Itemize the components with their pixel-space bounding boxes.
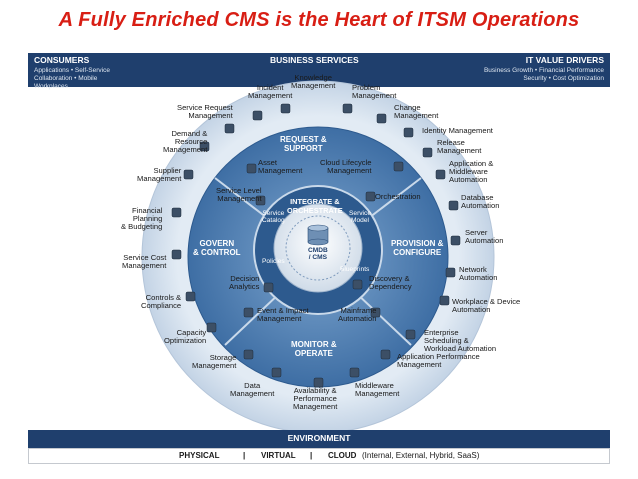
- orchestration-icon: [365, 191, 376, 202]
- core-circle: [273, 203, 363, 293]
- business-services-header: BUSINESS SERVICES: [270, 55, 359, 65]
- segment-govern-control: GOVERN& CONTROL: [193, 239, 241, 257]
- app-middleware-icon: [435, 169, 446, 180]
- segment-integrate-orchestrate: INTEGRATE &ORCHESTRATE: [287, 197, 343, 215]
- financial-icon: [171, 207, 182, 218]
- value-item-1: Business Growth • Financial Performance: [483, 67, 604, 74]
- controls-compliance-label: Controls &Compliance: [141, 293, 182, 311]
- environment-types-row: PHYSICAL | VIRTUAL | CLOUD (Internal, Ex…: [28, 448, 610, 464]
- segment-request-support: REQUEST &SUPPORT: [280, 135, 327, 153]
- cloud-detail-label: (Internal, External, Hybrid, SaaS): [362, 451, 480, 460]
- network-icon: [445, 267, 456, 278]
- controls-icon: [185, 291, 196, 302]
- decision-icon: [263, 282, 274, 293]
- policies-label: Policies: [262, 258, 285, 265]
- asset-icon: [246, 163, 257, 174]
- workplace-icon: [439, 295, 450, 306]
- physical-label: PHYSICAL: [179, 451, 220, 460]
- capacity-icon: [206, 322, 217, 333]
- change-icon: [376, 113, 387, 124]
- cmdb-database-icon: [307, 224, 329, 246]
- identity-management-label: Identity Management: [422, 126, 493, 135]
- scheduling-icon: [405, 329, 416, 340]
- storage-icon: [243, 349, 254, 360]
- discovery-dependency-label: Discovery &Dependency: [369, 274, 412, 292]
- top-band: CONSUMERS Applications • Self-Service Co…: [28, 53, 610, 90]
- incident-icon: [252, 110, 263, 121]
- consumers-item-1: Applications • Self-Service: [34, 67, 110, 74]
- event-icon: [243, 307, 254, 318]
- consumers-item-2: Collaboration • Mobile: [34, 75, 98, 82]
- identity-icon: [403, 127, 414, 138]
- segment-monitor-operate: MONITOR &OPERATE: [291, 340, 337, 358]
- blueprints-label: Blueprints: [340, 266, 370, 273]
- service-level-icon: [255, 195, 266, 206]
- problem-icon: [342, 103, 353, 114]
- cmdb-cms-label: CMDB/ CMS: [308, 247, 328, 262]
- separator-2: |: [310, 451, 313, 460]
- service-request-icon: [224, 123, 235, 134]
- server-icon: [450, 235, 461, 246]
- availability-icon: [313, 377, 324, 388]
- core-inner-ring: [285, 215, 351, 281]
- supplier-icon: [183, 169, 194, 180]
- data-icon: [271, 367, 282, 378]
- slide-title: A Fully Enriched CMS is the Heart of ITS…: [58, 9, 580, 31]
- service-node-icons: [171, 103, 461, 388]
- release-icon: [422, 147, 433, 158]
- virtual-label: VIRTUAL: [261, 451, 296, 460]
- middleware-icon: [349, 367, 360, 378]
- environment-band: ENVIRONMENT: [28, 430, 610, 448]
- cloud-lifecycle-icon: [393, 161, 404, 172]
- knowledge-icon: [280, 103, 291, 114]
- database-icon: [448, 200, 459, 211]
- consumers-header: CONSUMERS: [34, 55, 90, 65]
- orchestration-label: Orchestration: [375, 192, 421, 201]
- consumers-item-3: Workplaces: [34, 83, 68, 90]
- it-value-drivers-header: IT VALUE DRIVERS: [525, 55, 604, 65]
- segment-provision-configure: PROVISION &CONFIGURE: [391, 239, 444, 257]
- separator-1: |: [243, 451, 246, 460]
- service-cost-icon: [171, 249, 182, 260]
- mainframe-icon: [370, 307, 381, 318]
- demand-icon: [199, 141, 210, 152]
- cloud-label: CLOUD: [328, 451, 357, 460]
- discovery-icon: [352, 279, 363, 290]
- app-performance-icon: [380, 349, 391, 360]
- value-item-2: Security • Cost Optimization: [523, 75, 604, 82]
- environment-header: ENVIRONMENT: [287, 433, 351, 443]
